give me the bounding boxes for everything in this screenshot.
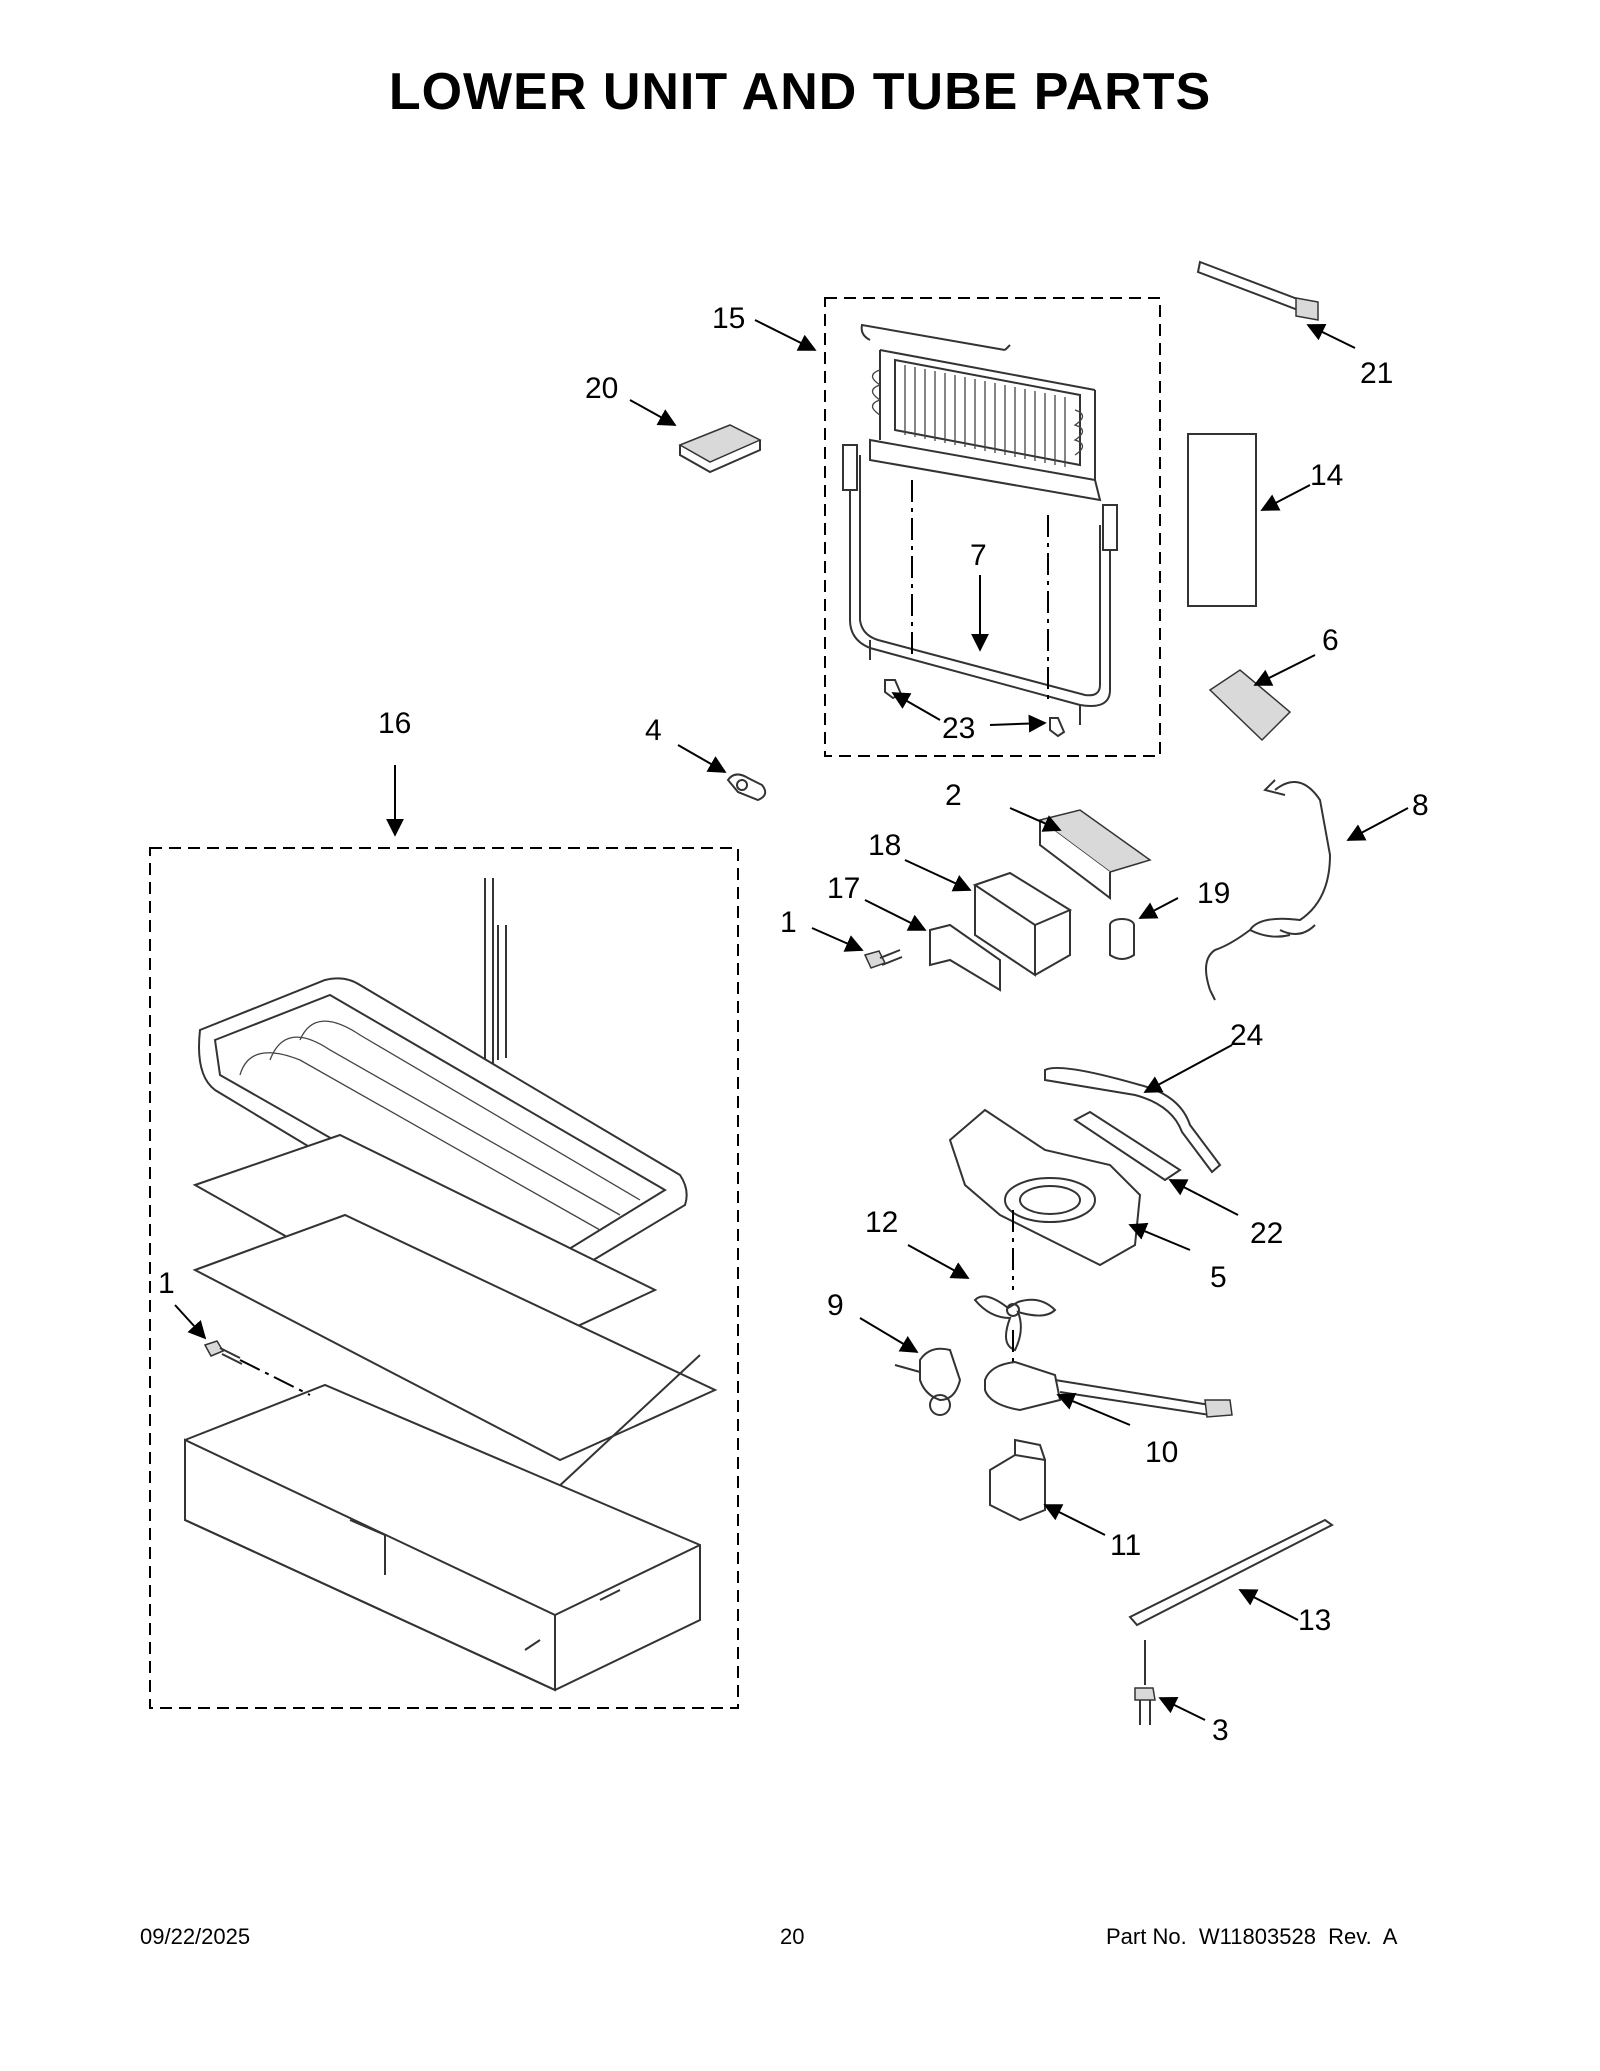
part-11-bracket [989, 1438, 1046, 1522]
screw-part [1134, 1640, 1156, 1725]
part-18-bracket [972, 871, 1073, 977]
leader-lines [174, 319, 1409, 1721]
callout-13: 13 [1298, 1604, 1331, 1637]
callout-19: 19 [1197, 877, 1230, 910]
callout-labels: 15 20 21 14 6 7 23 16 4 2 8 18 19 17 1 2… [158, 302, 1429, 1747]
part-20 [678, 424, 762, 474]
page-title: LOWER UNIT AND TUBE PARTS [388, 63, 1212, 121]
evaporator-coil [860, 323, 1102, 502]
part-14 [1187, 433, 1257, 607]
callout-20: 20 [585, 372, 618, 405]
callout-1b: 1 [158, 1267, 175, 1300]
callout-24: 24 [1230, 1019, 1263, 1052]
cable-tie-part [1196, 260, 1319, 321]
callout-15: 15 [712, 302, 745, 335]
part-9 [894, 1347, 962, 1416]
footer-page-number: 20 [780, 1924, 805, 1949]
callout-4: 4 [645, 714, 662, 747]
callout-5: 5 [1210, 1261, 1227, 1294]
part-22 [1073, 1110, 1182, 1182]
callout-7: 7 [970, 539, 987, 572]
wire-harness-part [1205, 779, 1332, 1001]
callout-11: 11 [1110, 1529, 1141, 1562]
fan-blade-part [973, 1210, 1057, 1370]
part-2 [1038, 809, 1152, 901]
callout-10: 10 [1145, 1436, 1178, 1469]
part-4-clamp [726, 773, 767, 802]
callout-12: 12 [865, 1206, 898, 1239]
callout-21: 21 [1360, 357, 1393, 390]
screw-part [203, 1340, 243, 1365]
callout-6: 6 [1322, 624, 1339, 657]
callout-16: 16 [378, 707, 411, 740]
part-19 [1109, 918, 1135, 960]
callout-3: 3 [1212, 1714, 1229, 1747]
defrost-heater-tube [842, 444, 1118, 725]
fan-motor-part [984, 1360, 1233, 1418]
callout-17: 17 [827, 872, 860, 905]
clip-part [1049, 717, 1066, 738]
callout-1a: 1 [780, 906, 797, 939]
footer-date: 09/22/2025 [140, 1924, 251, 1949]
part-13-rail [1128, 1518, 1334, 1627]
drain-pan-assembly-group [149, 847, 739, 1709]
callout-14: 14 [1310, 459, 1343, 492]
callout-22: 22 [1250, 1217, 1283, 1250]
part-17 [929, 923, 1001, 992]
callout-8: 8 [1412, 789, 1429, 822]
screw-part [863, 949, 903, 969]
callout-9: 9 [827, 1289, 844, 1322]
callout-18: 18 [868, 829, 901, 862]
callout-23: 23 [942, 712, 975, 745]
part-6 [1208, 669, 1292, 742]
fan-shroud-part [948, 1108, 1142, 1267]
callout-2: 2 [945, 779, 962, 812]
part-24 [1044, 1066, 1222, 1174]
footer-part-number: Part No. W11803528 Rev. A [1106, 1924, 1398, 1949]
evaporator-assembly-group [824, 297, 1161, 757]
